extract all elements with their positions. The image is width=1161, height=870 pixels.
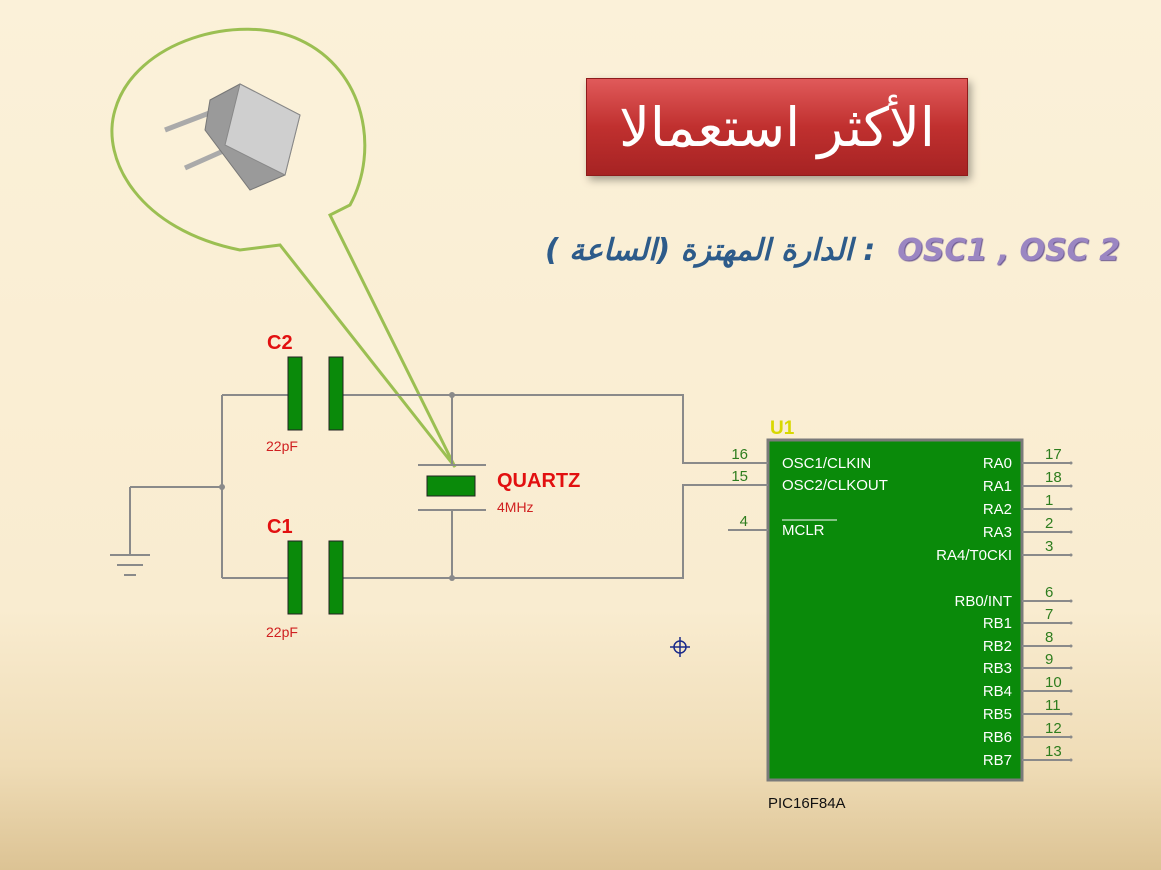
c1-value: 22pF: [266, 624, 298, 640]
right-pin-label: RB3: [983, 660, 1012, 677]
right-pin-number: 7: [1045, 606, 1053, 623]
right-pin-label: RB6: [983, 729, 1012, 746]
junctions: [219, 392, 455, 581]
quartz-label: QUARTZ: [497, 470, 580, 492]
left-pin-label: OSC2/CLKOUT: [782, 477, 888, 494]
left-pin-label: MCLR: [782, 522, 825, 539]
right-pin-number: 8: [1045, 629, 1053, 646]
c2-value: 22pF: [266, 438, 298, 454]
right-pin-label: RB4: [983, 683, 1012, 700]
left-pin-number: 15: [731, 468, 748, 485]
right-pin-label: RA1: [983, 478, 1012, 495]
c1-label: C1: [267, 516, 293, 538]
right-pin-number: 9: [1045, 651, 1053, 668]
right-pin-number: 2: [1045, 515, 1053, 532]
c2-label: C2: [267, 332, 293, 354]
title-text: الأكثر استعمالا: [619, 95, 935, 159]
quartz-value: 4MHz: [497, 499, 534, 515]
right-pin-label: RB5: [983, 706, 1012, 723]
right-pin-number: 6: [1045, 584, 1053, 601]
capacitor-c2: C2 22pF: [266, 332, 344, 454]
crosshair-marker: [670, 637, 690, 657]
right-pin-number: 1: [1045, 492, 1053, 509]
right-pin-number: 17: [1045, 446, 1062, 463]
right-pin-label: RB2: [983, 638, 1012, 655]
subtitle-arabic: : الدارة المهتزة (الساعة ): [544, 232, 876, 268]
ground-symbol: [110, 554, 150, 576]
right-pin-label: RA4/T0CKI: [936, 547, 1012, 564]
right-pin-number: 18: [1045, 469, 1062, 486]
chip-ref: U1: [770, 418, 795, 439]
chip-part: PIC16F84A: [768, 795, 846, 812]
right-pins: 17RA018RA11RA22RA33RA4/T0CKI6RB0/INT7RB1…: [936, 446, 1073, 769]
pic-chip: U1 PIC16F84A 16OSC1/CLKIN15OSC2/CLKOUT4M…: [728, 418, 1073, 812]
quartz-crystal: QUARTZ 4MHz: [418, 464, 580, 515]
subtitle: : الدارة المهتزة (الساعة ) OSC1 , OSC 2: [440, 225, 1120, 275]
crystal-callout: [110, 27, 457, 468]
right-pin-number: 11: [1045, 697, 1061, 714]
right-pin-label: RB0/INT: [954, 593, 1012, 610]
right-pin-label: RA2: [983, 501, 1012, 518]
right-pin-number: 3: [1045, 538, 1053, 555]
left-pin-number: 4: [740, 513, 748, 530]
title-banner: الأكثر استعمالا: [586, 78, 968, 176]
right-pin-label: RB1: [983, 615, 1012, 632]
right-pin-number: 13: [1045, 743, 1062, 760]
subtitle-english: OSC1 , OSC 2: [897, 232, 1120, 268]
right-pin-number: 10: [1045, 674, 1062, 691]
right-pin-label: RA0: [983, 455, 1012, 472]
right-pin-label: RA3: [983, 524, 1012, 541]
right-pin-label: RB7: [983, 752, 1012, 769]
left-pin-number: 16: [731, 446, 748, 463]
crystal-component-icon: [164, 83, 301, 191]
capacitor-c1: C1 22pF: [266, 516, 344, 640]
right-pin-number: 12: [1045, 720, 1062, 737]
left-pin-label: OSC1/CLKIN: [782, 455, 871, 472]
